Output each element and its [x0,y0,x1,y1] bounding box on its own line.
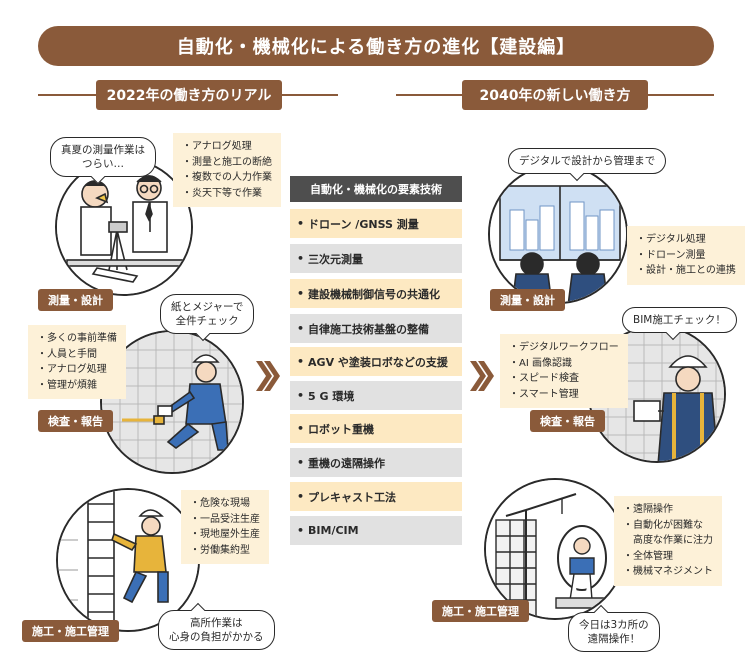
left-section-title: 2022年の働き方のリアル [96,80,282,110]
tech-item: 三次元測量 [290,244,462,273]
right-inspection-tag: 検査・報告 [530,410,605,432]
left-inspection-tag: 検査・報告 [38,410,113,432]
left-survey-notes: アナログ処理 測量と施工の断絶 複数での人力作業 炎天下等で作業 [173,133,281,207]
tech-item: 重機の遠隔操作 [290,448,462,477]
right-inspection-notes: デジタルワークフロー AI 画像認識 スピード検査 スマート管理 [500,334,628,408]
tech-item: 5 G 環境 [290,381,462,410]
right-survey-notes: デジタル処理 ドローン測量 設計・施工との連携 [627,226,745,285]
tech-item: AGV や塗装ロボなどの支援 [290,347,462,376]
right-inspection-bubble: BIM施工チェック！ [622,307,737,334]
right-survey-tag: 測量・設計 [490,289,565,311]
tech-item: 建設機械制御信号の共通化 [290,279,462,308]
tech-item: プレキャスト工法 [290,482,462,511]
left-survey-bubble: 真夏の測量作業はつらい… [50,137,156,178]
tech-item: ドローン /GNSS 測量 [290,209,462,238]
left-inspection-bubble: 紙とメジャーで全件チェック [160,294,255,335]
left-construction-bubble: 高所作業は心身の負担がかかる [158,610,275,651]
chevron-right-icon [256,361,280,391]
tech-list-header: 自動化・機械化の要素技術 [290,176,462,202]
right-construction-tag: 施工・施工管理 [432,600,529,622]
left-section-header: 2022年の働き方のリアル [38,80,338,110]
right-survey-illustration [488,164,628,304]
left-survey-tag: 測量・設計 [38,289,113,311]
right-construction-bubble: 今日は3カ所の遠隔操作！ [568,612,660,653]
right-section-header: 2040年の新しい働き方 [396,80,714,110]
tech-item: BIM/CIM [290,516,462,545]
right-construction-illustration [484,478,626,620]
tech-item: 自律施工技術基盤の整備 [290,314,462,343]
left-inspection-notes: 多くの事前準備 人員と手間 アナログ処理 管理が煩雑 [28,325,126,399]
page-title: 自動化・機械化による働き方の進化【建設編】 [38,26,714,66]
right-construction-notes: 遠隔操作 自動化が困難な 高度な作業に注力 全体管理 機械マネジメント [614,496,722,586]
left-survey-illustration [55,158,193,296]
left-construction-illustration [56,488,200,632]
left-construction-tag: 施工・施工管理 [22,620,119,642]
right-survey-bubble: デジタルで設計から管理まで [508,148,667,175]
left-construction-notes: 危険な現場 一品受注生産 現地屋外生産 労働集約型 [181,490,269,564]
chevron-right-icon [470,361,494,391]
tech-item: ロボット重機 [290,414,462,443]
right-section-title: 2040年の新しい働き方 [462,80,648,110]
